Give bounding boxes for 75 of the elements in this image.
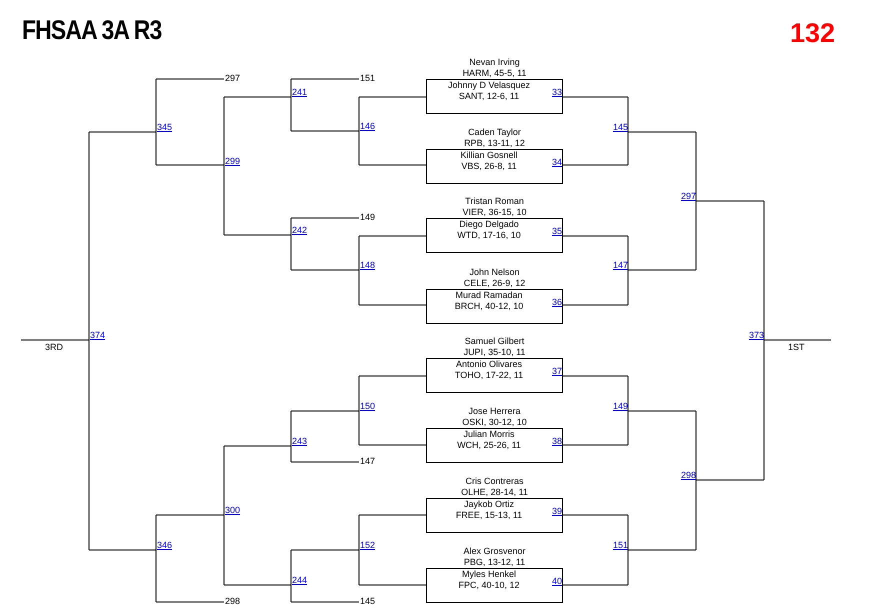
match-number: 145: [360, 596, 376, 607]
wrestler-name: Johnny D Velasquez: [446, 80, 532, 91]
team-record: SANT, 12-6, 11: [458, 91, 520, 102]
match-number: 374: [90, 330, 106, 341]
match-number: 297: [225, 73, 240, 84]
team-record: WTD, 17-16, 10: [456, 230, 522, 241]
team-record: HARM, 45-5, 11: [462, 68, 528, 79]
match-box: [426, 149, 563, 184]
match-number: 149: [360, 212, 376, 223]
wrestler-name: Julian Morris: [462, 429, 516, 440]
match-number: 152: [360, 540, 376, 551]
wrestler-name: John Nelson: [468, 267, 521, 278]
wrestler-name: Caden Taylor: [467, 127, 522, 138]
match-number: 147: [612, 260, 628, 271]
match-number: 34: [552, 157, 562, 168]
match-box: [426, 218, 563, 253]
match-number: 345: [157, 122, 172, 133]
match-box: [426, 289, 563, 324]
match-number: 36: [552, 297, 562, 308]
match-number: 35: [552, 226, 562, 237]
match-number: 242: [292, 225, 308, 236]
match-number: 146: [360, 121, 376, 132]
match-number: 297: [680, 191, 696, 202]
wrestler-name: Jaykob Ortiz: [462, 499, 515, 510]
wrestler-name: Cris Contreras: [464, 476, 524, 487]
team-record: VBS, 26-8, 11: [460, 161, 518, 172]
team-record: FREE, 15-13, 11: [454, 510, 524, 521]
team-record: BRCH, 40-12, 10: [454, 301, 524, 312]
match-number: 299: [225, 156, 240, 167]
team-record: TOHO, 17-22, 11: [454, 370, 524, 381]
wrestler-name: Murad Ramadan: [454, 290, 524, 301]
match-number: 151: [612, 540, 628, 551]
match-box: [426, 79, 563, 114]
match-box: [426, 428, 563, 463]
match-number: 33: [552, 87, 562, 98]
match-box: [426, 358, 563, 393]
wrestler-name: Myles Henkel: [460, 569, 518, 580]
wrestler-name: Alex Grosvenor: [462, 546, 527, 557]
place-label: 1ST: [788, 342, 805, 353]
team-record: WCH, 25-26, 11: [456, 440, 522, 451]
match-number: 346: [157, 540, 172, 551]
team-record: OLHE, 28-14, 11: [460, 487, 529, 498]
wrestler-name: Nevan Irving: [468, 57, 521, 68]
team-record: JUPI, 35-10, 11: [462, 347, 526, 358]
match-number: 148: [360, 260, 376, 271]
wrestler-name: Antonio Olivares: [454, 359, 524, 370]
match-number: 38: [552, 436, 562, 447]
weight-class: 132: [790, 18, 836, 48]
match-number: 151: [360, 73, 376, 84]
match-number: 300: [225, 505, 240, 516]
wrestler-name: Jose Herrera: [467, 406, 522, 417]
team-record: FPC, 40-10, 12: [457, 580, 521, 591]
match-number: 150: [360, 401, 376, 412]
match-number: 149: [612, 401, 628, 412]
match-number: 40: [552, 576, 562, 587]
team-record: OSKI, 30-12, 10: [461, 417, 528, 428]
match-number: 243: [292, 436, 308, 447]
wrestler-name: Tristan Roman: [464, 196, 525, 207]
wrestler-name: Samuel Gilbert: [464, 336, 526, 347]
match-number: 147: [360, 456, 376, 467]
team-record: CELE, 26-9, 12: [462, 278, 526, 289]
match-box: [426, 498, 563, 533]
wrestler-name: Killian Gosnell: [459, 150, 519, 161]
match-box: [426, 568, 563, 603]
team-record: RPB, 13-11, 12: [463, 138, 526, 149]
match-number: 244: [292, 575, 308, 586]
title: FHSAA 3A R3: [22, 14, 162, 46]
match-number: 39: [552, 506, 562, 517]
match-number: 37: [552, 366, 562, 377]
wrestler-name: Diego Delgado: [458, 219, 520, 230]
match-number: 241: [292, 87, 308, 98]
team-record: PBG, 13-12, 11: [462, 557, 526, 568]
place-label: 3RD: [45, 342, 64, 353]
team-record: VIER, 36-15, 10: [461, 207, 528, 218]
match-number: 298: [225, 596, 240, 607]
